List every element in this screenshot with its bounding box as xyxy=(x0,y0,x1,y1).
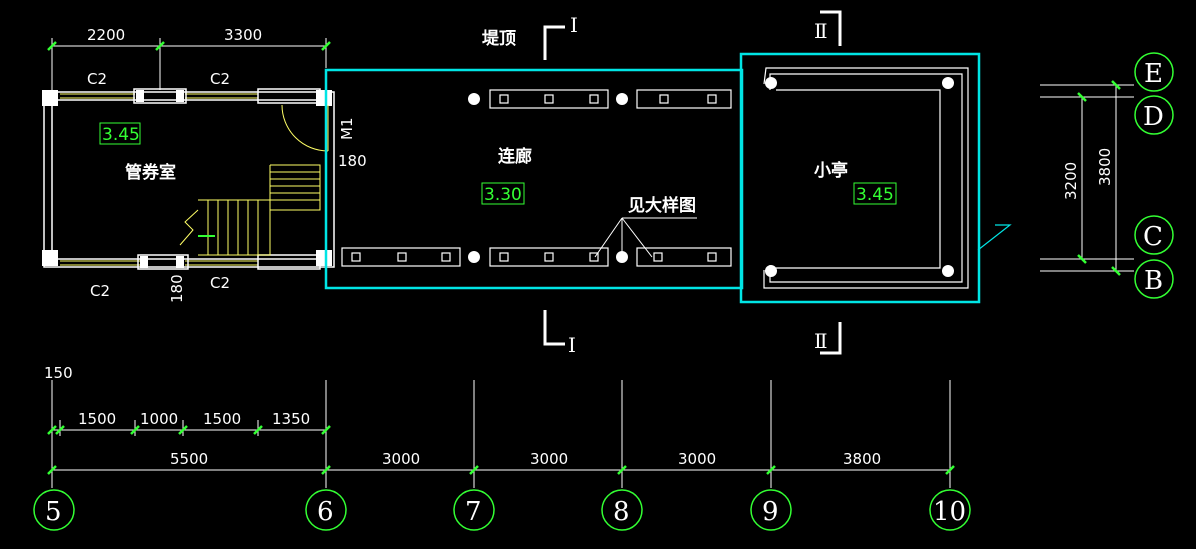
section-marks xyxy=(543,10,842,355)
row-axis-E: E xyxy=(1144,59,1163,89)
see-detail-leader xyxy=(594,217,697,258)
bottom-dim-150: 150 xyxy=(44,364,73,382)
top-dim-1: 2200 xyxy=(87,26,125,44)
column-axis-8: 8 xyxy=(613,497,630,527)
door-swing xyxy=(281,104,329,152)
column-axis-bubbles xyxy=(33,489,971,531)
pavilion-stair-mark xyxy=(977,224,1012,251)
elevation-box-pavilion xyxy=(853,182,897,205)
window-label-bottom-left: C2 xyxy=(90,282,110,300)
right-dimension-ticks xyxy=(1077,80,1121,276)
section-2-bottom-label: Ⅱ xyxy=(814,329,828,353)
window-label-bottom-right: C2 xyxy=(210,274,230,292)
pavilion-columns xyxy=(765,77,954,277)
column-axis-9: 9 xyxy=(762,497,779,527)
corridor-columns xyxy=(468,93,628,263)
bottom-dim-1350: 1350 xyxy=(272,410,310,428)
window-label-top-left: C2 xyxy=(87,70,107,88)
bottom-dim-3000-a: 3000 xyxy=(382,450,420,468)
top-dim-2: 3300 xyxy=(224,26,262,44)
right-dim-1: 3200 xyxy=(1062,162,1080,200)
wall-offset-bottom-label: 180 xyxy=(168,274,186,303)
elevation-guard-room: 3.45 xyxy=(102,125,140,145)
bottom-dimension-ticks xyxy=(47,425,955,475)
guard-room-wall-piers xyxy=(133,88,321,270)
guard-room-windows xyxy=(60,93,258,266)
window-label-top-right: C2 xyxy=(210,70,230,88)
bottom-dim-1000: 1000 xyxy=(140,410,178,428)
corridor-outline xyxy=(324,68,744,290)
column-axis-6: 6 xyxy=(317,497,334,527)
pavilion-outline xyxy=(739,52,981,304)
see-detail-label: 见大样图 xyxy=(628,195,696,216)
column-axis-10: 10 xyxy=(933,497,966,527)
wall-offset-right-label: 180 xyxy=(338,152,367,170)
door-label: M1 xyxy=(338,118,356,141)
bottom-dim-1500-a: 1500 xyxy=(78,410,116,428)
right-dim-2: 3800 xyxy=(1096,148,1114,186)
section-1-bottom-label: I xyxy=(568,333,576,357)
staircase xyxy=(179,164,321,256)
column-axis-7: 7 xyxy=(465,497,482,527)
right-dimension-lines xyxy=(1040,84,1134,272)
section-2-top-label: Ⅱ xyxy=(814,19,828,43)
bottom-dim-5500: 5500 xyxy=(170,450,208,468)
row-axis-C: C xyxy=(1143,222,1163,252)
top-dimension-ticks xyxy=(47,41,331,51)
elevation-pavilion: 3.45 xyxy=(856,185,894,205)
corridor-benches xyxy=(341,89,732,267)
bottom-dimension-lines xyxy=(51,380,951,488)
elevation-box-corridor xyxy=(481,182,525,205)
elevation-box-guard xyxy=(99,122,141,145)
pavilion-label: 小亭 xyxy=(814,160,848,181)
section-1-top-label: I xyxy=(570,13,578,37)
row-axis-B: B xyxy=(1144,266,1163,296)
corridor-label: 连廊 xyxy=(498,146,532,167)
elevation-corridor: 3.30 xyxy=(484,185,522,205)
bottom-dim-3000-b: 3000 xyxy=(530,450,568,468)
pavilion-walls xyxy=(763,67,969,289)
guard-room-label: 管券室 xyxy=(125,162,176,183)
dike-top-label: 堤顶 xyxy=(482,29,516,49)
bottom-dim-3800: 3800 xyxy=(843,450,881,468)
bottom-dim-3000-c: 3000 xyxy=(678,450,716,468)
column-axis-5: 5 xyxy=(45,497,62,527)
row-axis-D: D xyxy=(1143,102,1164,132)
row-axis-bubbles xyxy=(1134,52,1174,299)
bottom-dim-1500-b: 1500 xyxy=(203,410,241,428)
